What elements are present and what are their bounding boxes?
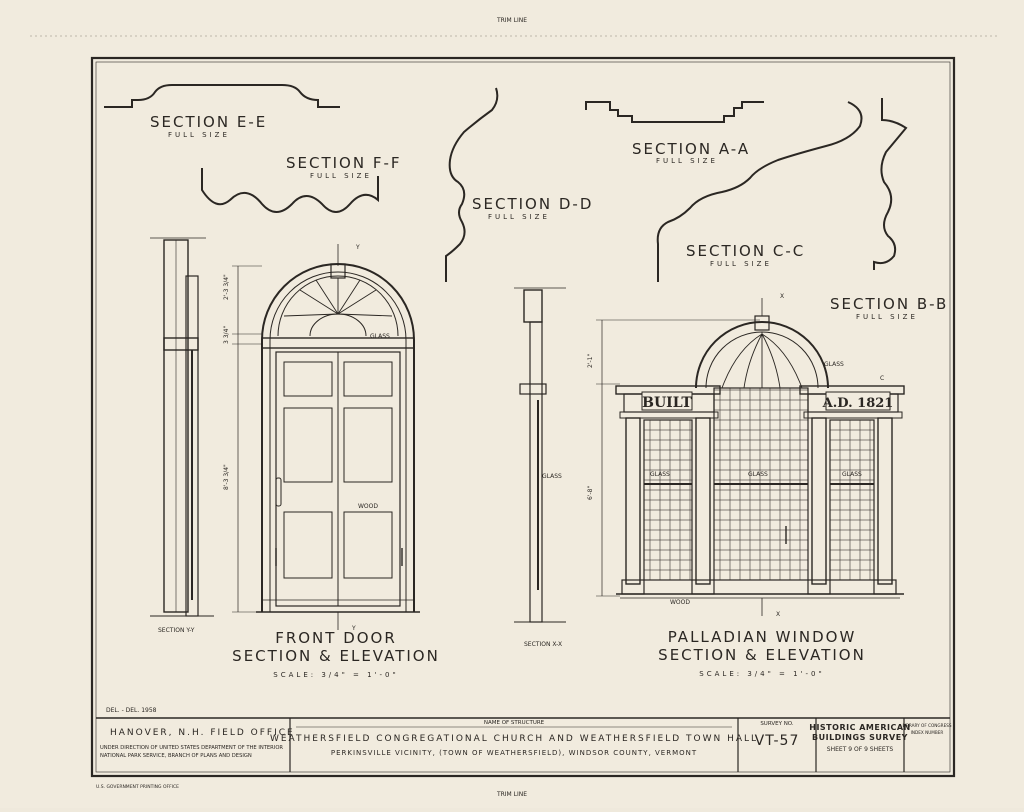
- door-dim-mid: 3 3/4": [223, 326, 230, 344]
- section-d-subtitle: FULL SIZE: [488, 213, 550, 221]
- library-label: LIBRARY OF CONGRESS: [902, 723, 951, 728]
- structure-location: PERKINSVILLE VICINITY, (TOWN OF WEATHERS…: [331, 749, 697, 757]
- window-glass-note-right: GLASS: [842, 471, 862, 478]
- section-b-title: SECTION B-B: [830, 295, 948, 313]
- sheet-border: [90, 56, 956, 778]
- window-dim-top: 2'-1": [587, 354, 594, 368]
- title-block: [96, 717, 950, 772]
- window-mark-c: C: [880, 375, 884, 382]
- section-b-subtitle: FULL SIZE: [856, 313, 918, 321]
- door-glass-note: GLASS: [370, 333, 390, 340]
- section-b-profile: [873, 98, 908, 270]
- section-e-profile: [104, 84, 340, 108]
- window-subtitle: SECTION & ELEVATION: [658, 646, 866, 664]
- window-mark-x-top: X: [780, 293, 784, 300]
- section-c-subtitle: FULL SIZE: [710, 260, 772, 268]
- section-e-title: SECTION E-E: [150, 113, 267, 131]
- section-c-profile: [656, 101, 863, 282]
- sheet-inner-border: [95, 61, 951, 773]
- section-d-profile: [445, 87, 499, 282]
- structure-name-label: NAME OF STRUCTURE: [484, 720, 545, 726]
- habs-line-1: HISTORIC AMERICAN: [809, 723, 911, 732]
- section-f-profile: [201, 168, 379, 213]
- door-dimensions: 2'-3 3/4" 3 3/4" 8'-3 3/4" GLASS WOOD Y …: [223, 244, 390, 632]
- survey-number: VT-57: [755, 733, 800, 749]
- door-section-label: SECTION Y-Y: [158, 627, 195, 634]
- section-c-title: SECTION C-C: [686, 242, 805, 260]
- door-wood-note: WOOD: [358, 503, 378, 510]
- door-mark-y-top: Y: [355, 244, 360, 251]
- door-title: FRONT DOOR: [275, 629, 397, 647]
- window-dim-main: 6'-8": [587, 486, 594, 500]
- door-section-y: [150, 237, 214, 617]
- survey-number-label: SURVEY NO.: [760, 721, 794, 727]
- section-f-subtitle: FULL SIZE: [310, 172, 372, 180]
- section-a-title: SECTION A-A: [632, 140, 750, 158]
- palladian-window-elevation: [596, 298, 905, 616]
- date-plaque: [825, 391, 891, 411]
- field-office: HANOVER, N.H. FIELD OFFICE: [110, 728, 295, 738]
- delineator-note: DEL. - DEL. 1958: [106, 707, 157, 714]
- sheet-count: SHEET 9 OF 9 SHEETS: [827, 746, 894, 753]
- door-dim-main: 8'-3 3/4": [223, 464, 230, 490]
- window-mark-x-bottom: X: [776, 611, 780, 618]
- office-note-1: UNDER DIRECTION OF UNITED STATES DEPARTM…: [100, 745, 283, 751]
- section-e-subtitle: FULL SIZE: [168, 131, 230, 139]
- section-d-title: SECTION D-D: [472, 195, 593, 213]
- built-plaque-text: BUILT: [642, 395, 692, 411]
- structure-name: WEATHERSFIELD CONGREGATIONAL CHURCH AND …: [270, 734, 758, 744]
- built-plaque: [641, 391, 693, 411]
- door-subtitle: SECTION & ELEVATION: [232, 647, 440, 665]
- habs-line-2: BUILDINGS SURVEY: [812, 733, 908, 742]
- window-section-x: [514, 287, 566, 623]
- section-a-subtitle: FULL SIZE: [656, 157, 718, 165]
- date-plaque-text: A.D. 1821: [822, 396, 894, 411]
- index-label: INDEX NUMBER: [911, 730, 944, 735]
- section-f-title: SECTION F-F: [286, 154, 402, 172]
- window-glass-note-left: GLASS: [650, 471, 670, 478]
- trim-line-top: TRIM LINE: [496, 17, 527, 24]
- door-dim-top: 2'-3 3/4": [223, 274, 230, 300]
- section-a-profile: [585, 101, 764, 123]
- printer-note: U.S. GOVERNMENT PRINTING OFFICE: [96, 784, 179, 790]
- office-note-2: NATIONAL PARK SERVICE, BRANCH OF PLANS A…: [100, 753, 252, 759]
- window-glass-note-center: GLASS: [748, 471, 768, 478]
- window-section-label: SECTION X-X: [524, 641, 562, 648]
- window-scale: SCALE: 3/4" = 1'-0": [699, 670, 824, 678]
- window-section-glass-note: GLASS: [542, 473, 562, 480]
- window-notes: 2'-1" 6'-8" GLASS GLASS GLASS GLASS WOOD…: [587, 293, 884, 618]
- trim-line-bottom: TRIM LINE: [496, 791, 527, 798]
- door-mark-y-bottom: Y: [351, 625, 356, 632]
- window-title: PALLADIAN WINDOW: [668, 628, 857, 646]
- window-glass-note-arch: GLASS: [824, 361, 844, 368]
- door-scale: SCALE: 3/4" = 1'-0": [273, 671, 398, 679]
- window-wood-note: WOOD: [670, 599, 690, 606]
- front-door-elevation: [232, 244, 420, 630]
